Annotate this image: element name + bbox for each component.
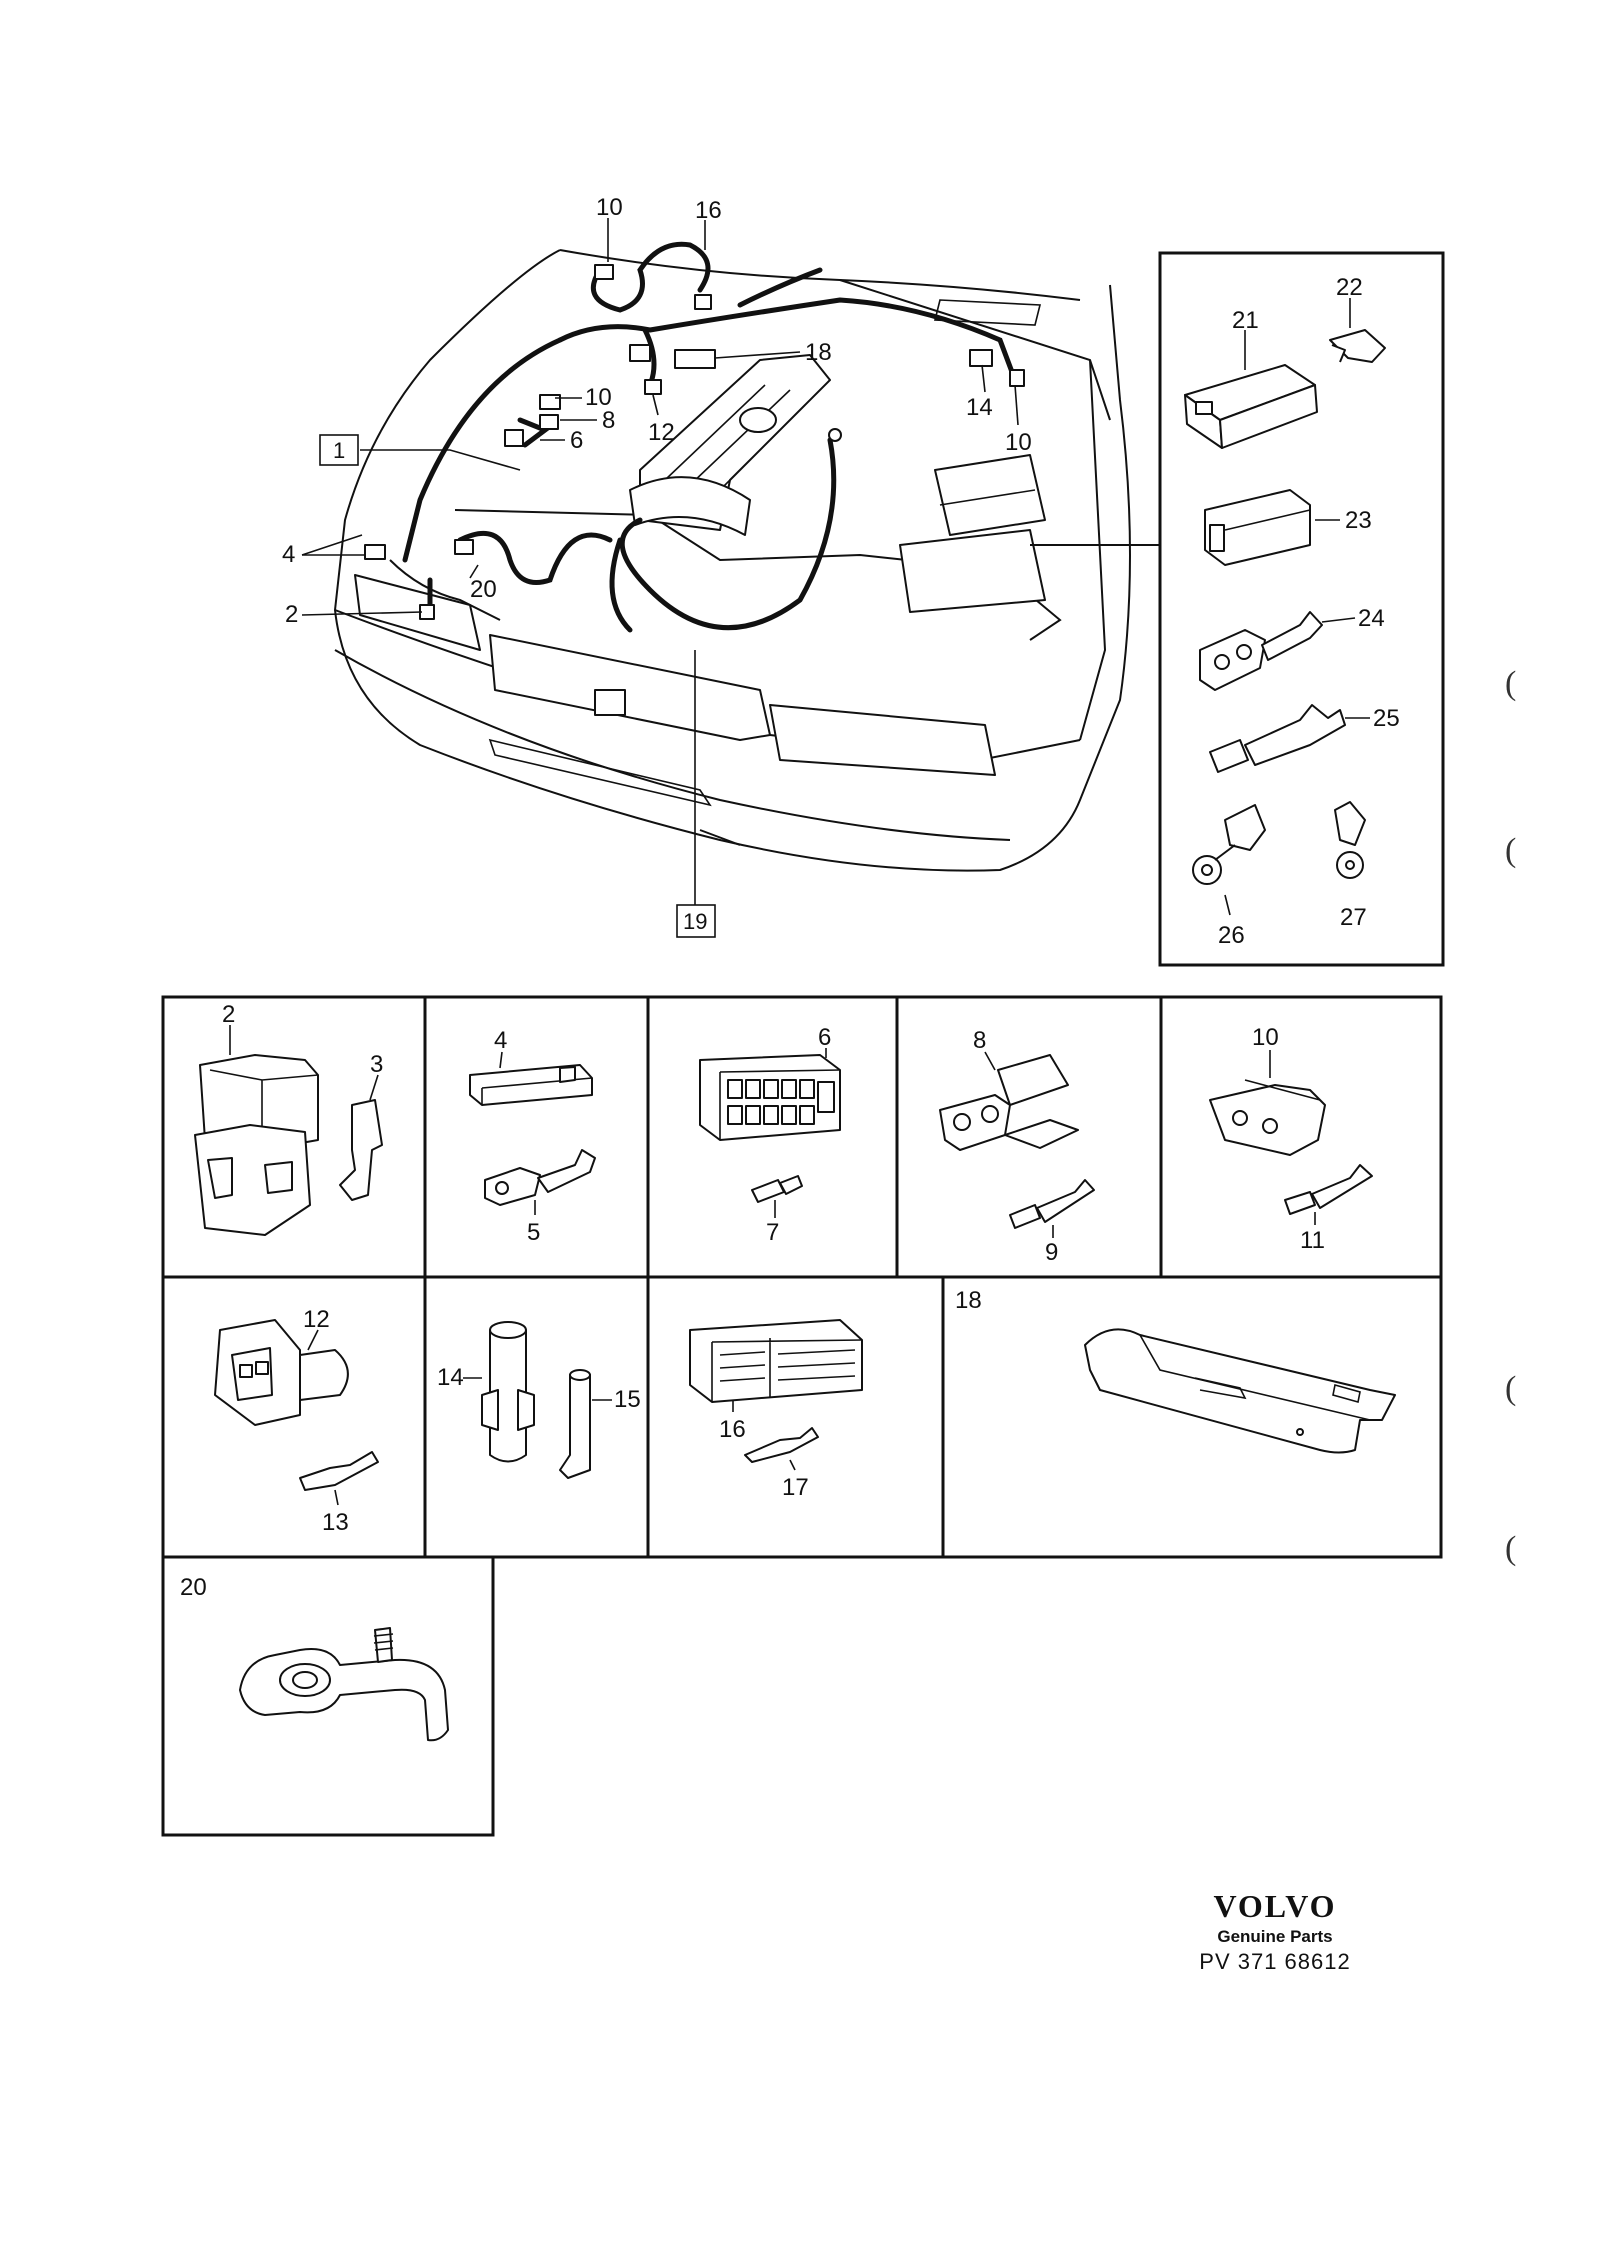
cell-callout-9: 9 [1045,1239,1058,1266]
cell-callout-20: 20 [180,1574,207,1601]
callout-19-box [676,904,716,938]
side-callout-24: 24 [1358,605,1385,632]
side-callout-26: 26 [1218,922,1245,949]
grid-cell-18: 18 [955,1287,1396,1454]
cell-callout-11: 11 [1300,1227,1325,1254]
grid-cell-14-15: 14 15 [437,1321,641,1479]
side-callout-21: 21 [1232,307,1259,334]
grid-cell-2-3: 2 3 [194,1001,383,1236]
volvo-logo: VOLVO [1213,1888,1337,1924]
callout-12: 12 [648,419,675,446]
grid-cell-20: 20 [180,1574,449,1742]
side-panel: 21 22 23 24 25 26 27 [1158,251,1445,967]
cell-callout-10: 10 [1252,1024,1279,1051]
cell-callout-12: 12 [303,1306,330,1333]
margin-mark-1: ( [1505,665,1517,702]
brand-subtitle: Genuine Parts [1217,1927,1333,1946]
callout-20: 20 [470,576,497,603]
car-front-illustration [333,241,1131,872]
grid-cell-10-11: 10 11 [1209,1024,1373,1254]
grid-cell-16-17: 16 17 [689,1319,863,1501]
part-code: PV 371 68612 [1199,1949,1351,1974]
parts-grid [161,995,1443,1837]
cell-callout-8: 8 [973,1027,986,1054]
callout-1-box [319,434,359,466]
cell-callout-18: 18 [955,1287,982,1314]
cell-callout-5: 5 [527,1219,540,1246]
cell-callout-6: 6 [818,1024,831,1051]
callout-10-right: 10 [1005,429,1032,456]
margin-mark-4: ( [1505,1530,1517,1567]
callout-19: 19 [683,909,707,934]
cell-callout-14: 14 [437,1364,464,1391]
callout-2: 2 [285,601,298,628]
callout-6: 6 [570,427,583,454]
cell-callout-17: 17 [782,1474,809,1501]
grid-cell-6-7: 6 7 [699,1024,841,1246]
callout-leaders [301,218,1160,905]
grid-cell-8-9: 8 9 [939,1027,1095,1266]
side-callout-23: 23 [1345,507,1372,534]
side-callout-22: 22 [1336,274,1363,301]
brand-block: VOLVO Genuine Parts PV 371 68612 [1175,1888,1375,1975]
callout-8: 8 [602,407,615,434]
main-callouts: 10 16 18 10 8 6 12 14 10 4 2 20 1 19 [282,194,1032,938]
grid-cell-4-5: 4 5 [469,1027,596,1246]
callout-14: 14 [966,394,993,421]
cell-callout-4: 4 [494,1027,507,1054]
callout-18: 18 [805,339,832,366]
margin-mark-3: ( [1505,1370,1517,1407]
callout-10-left: 10 [585,384,612,411]
cell-callout-7: 7 [766,1219,779,1246]
cell-callout-15: 15 [614,1386,641,1413]
side-callout-25: 25 [1373,705,1400,732]
grid-cell-12-13: 12 13 [214,1306,379,1536]
callout-4: 4 [282,541,295,568]
callout-1: 1 [333,438,345,463]
cell-callout-16: 16 [719,1416,746,1443]
side-callout-27: 27 [1340,904,1367,931]
margin-mark-2: ( [1505,832,1517,869]
callout-16: 16 [695,197,722,224]
cell-callout-3: 3 [370,1051,383,1078]
cell-callout-13: 13 [322,1509,349,1536]
cell-callout-2: 2 [222,1001,235,1028]
callout-10-top: 10 [596,194,623,221]
